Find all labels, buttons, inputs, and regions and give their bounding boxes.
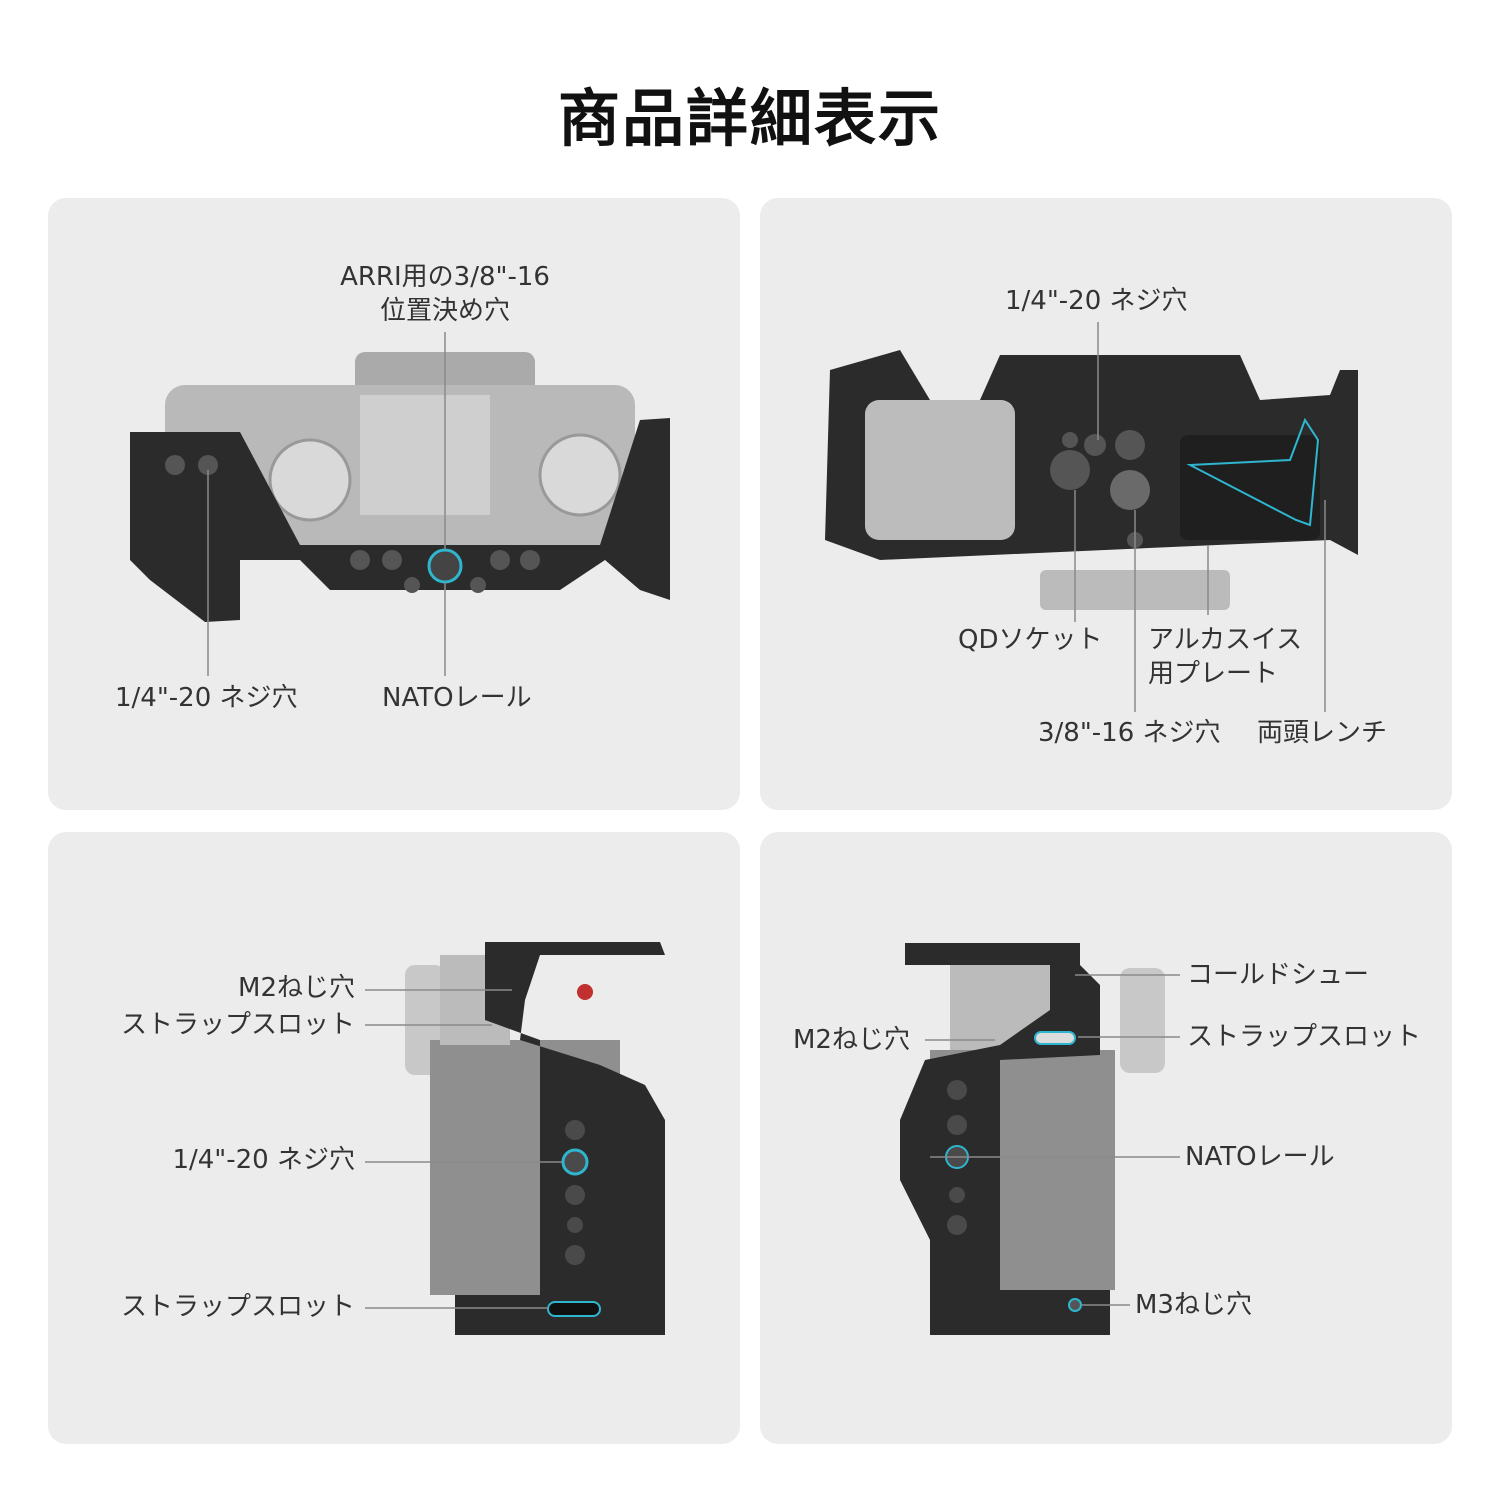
camera-cage-bottom-view — [825, 350, 1358, 610]
label-screw-hole-38: 3/8"-16 ネジ穴 — [1038, 718, 1221, 748]
label-arca-swiss-plate: アルカスイス 用プレート — [1148, 623, 1302, 691]
label-screw-hole-14: 1/4"-20 ネジ穴 — [172, 1145, 355, 1175]
label-arri-locating-hole: ARRI用の3/8"-16 位置決め穴 — [320, 260, 570, 328]
label-strap-slot: ストラップスロット — [1187, 1022, 1422, 1052]
label-line: 用プレート — [1148, 659, 1279, 689]
label-nato-rail: NATOレール — [1185, 1142, 1335, 1172]
label-strap-slot-top: ストラップスロット — [120, 1010, 355, 1040]
label-qd-socket: QDソケット — [958, 625, 1103, 655]
camera-cage-left-side-view — [405, 942, 665, 1335]
label-double-ended-wrench: 両頭レンチ — [1257, 718, 1388, 748]
label-screw-hole-14: 1/4"-20 ネジ穴 — [115, 683, 298, 713]
label-line: アルカスイス — [1148, 625, 1303, 655]
label-strap-slot-bottom: ストラップスロット — [120, 1292, 355, 1322]
label-nato-rail: NATOレール — [382, 683, 532, 713]
label-m2-hole: M2ねじ穴 — [238, 973, 355, 1003]
page-title: 商品詳細表示 — [557, 82, 942, 155]
label-m3-hole: M3ねじ穴 — [1135, 1290, 1252, 1320]
label-cold-shoe: コールドシュー — [1187, 960, 1370, 990]
label-line: ARRI用の3/8"-16 — [340, 262, 550, 292]
camera-cage-top-view — [130, 352, 670, 622]
label-line: 位置決め穴 — [379, 296, 510, 326]
label-screw-hole-14: 1/4"-20 ネジ穴 — [1005, 286, 1188, 316]
label-m2-hole: M2ねじ穴 — [793, 1025, 910, 1055]
camera-cage-right-side-view — [900, 943, 1165, 1335]
